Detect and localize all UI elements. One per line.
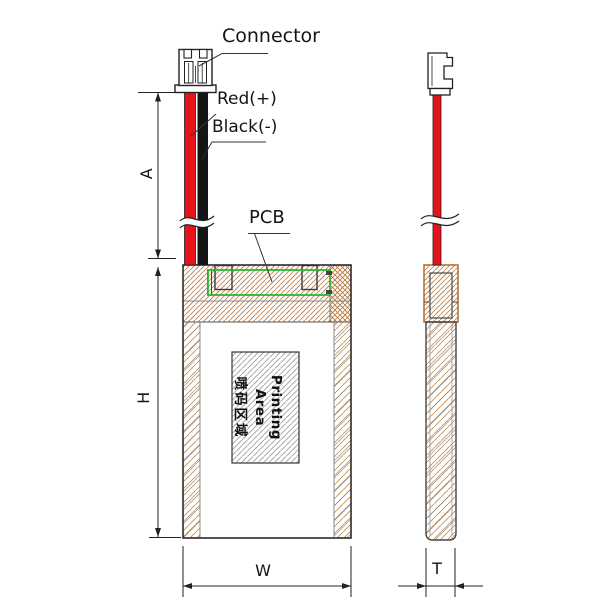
red-wire-side — [432, 94, 442, 266]
dim-label-w: W — [255, 561, 271, 580]
break-symbol-side — [421, 214, 459, 226]
cell-outline-front — [182, 264, 352, 539]
printing-area-text-zh: 喷码区域 — [232, 376, 248, 439]
pcb-leader — [254, 233, 273, 283]
connector-side — [427, 52, 454, 96]
pcb-outline — [207, 269, 331, 296]
black-wire — [197, 92, 208, 265]
printing-area-text: Printing Area 喷码区域 — [232, 355, 284, 460]
connector-leader — [198, 53, 268, 67]
red-wire-leader — [190, 113, 217, 137]
red-wire — [184, 91, 196, 266]
front-view — [182, 264, 352, 539]
side-view — [423, 264, 459, 541]
printing-area-text-en: Printing Area — [252, 374, 284, 441]
dimension-lines — [138, 92, 483, 597]
leader-lines — [190, 53, 290, 283]
dim-label-a: A — [137, 168, 157, 180]
wires-side — [420, 94, 460, 266]
red-wire-label: Red(+) — [217, 89, 277, 109]
printing-area-box — [231, 351, 300, 464]
black-wire-leader — [201, 141, 266, 160]
wires-front — [179, 91, 215, 266]
break-symbol — [180, 216, 214, 228]
dim-label-t: T — [432, 559, 442, 578]
cell-outline-side — [425, 321, 457, 541]
pcb-label: PCB — [249, 207, 285, 228]
dim-label-h: H — [134, 391, 154, 404]
black-wire-label: Black(-) — [212, 117, 278, 137]
connector-label: Connector — [222, 25, 320, 47]
connector-front — [174, 48, 217, 94]
